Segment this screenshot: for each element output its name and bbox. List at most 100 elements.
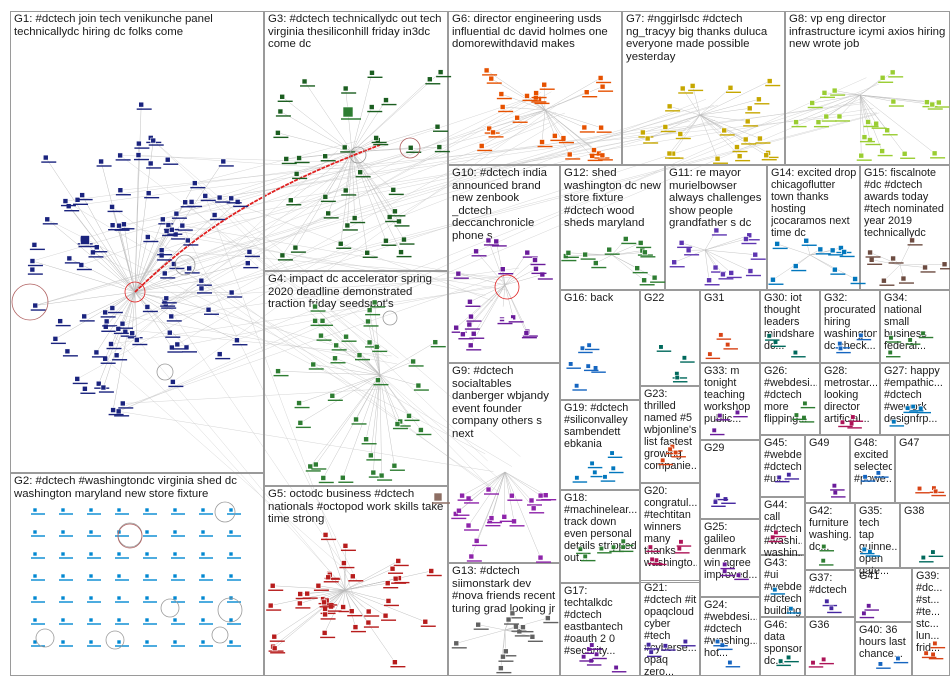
g7-node[interactable] <box>688 83 704 92</box>
g27-node[interactable] <box>916 405 931 414</box>
g9-node[interactable] <box>536 554 552 563</box>
g5-node[interactable] <box>323 574 339 583</box>
g7-node[interactable] <box>732 144 748 153</box>
g25-node[interactable] <box>734 572 749 581</box>
g6-node[interactable] <box>537 139 553 148</box>
g39-node[interactable] <box>921 650 937 659</box>
g41-node[interactable] <box>859 610 875 619</box>
g6-node[interactable] <box>589 147 605 156</box>
g12-node[interactable] <box>636 240 652 249</box>
g7-node[interactable] <box>678 85 694 94</box>
g1-node[interactable] <box>134 140 150 149</box>
g12-node[interactable] <box>621 236 637 245</box>
g6-node[interactable] <box>498 104 514 113</box>
g6-node[interactable] <box>531 90 547 99</box>
g1-node[interactable] <box>215 194 231 203</box>
g7-node[interactable] <box>765 78 781 87</box>
g1-node[interactable] <box>169 261 185 270</box>
g15-node[interactable] <box>888 255 904 264</box>
g19-node[interactable] <box>572 475 588 483</box>
g30-node[interactable] <box>791 349 806 358</box>
g10-node[interactable] <box>471 248 487 257</box>
g1-node[interactable] <box>106 341 122 350</box>
g26-node[interactable] <box>800 400 816 409</box>
g2-node[interactable] <box>59 639 73 647</box>
g2-node[interactable] <box>87 617 101 625</box>
g33-node[interactable] <box>709 427 725 436</box>
g2-node[interactable] <box>87 639 101 647</box>
g1-node[interactable] <box>143 234 159 243</box>
g48-node[interactable] <box>874 470 889 478</box>
g17-node[interactable] <box>611 664 627 673</box>
g1-node[interactable] <box>196 277 212 286</box>
g18-node[interactable] <box>618 538 634 547</box>
g3-node[interactable] <box>381 97 397 106</box>
g9-node[interactable] <box>541 492 557 501</box>
g3-node[interactable] <box>273 130 289 139</box>
g11-node[interactable] <box>745 268 761 277</box>
g1-node[interactable] <box>183 237 199 246</box>
g5-node[interactable] <box>268 582 284 591</box>
g22-node[interactable] <box>656 344 672 352</box>
g6-node[interactable] <box>486 75 502 84</box>
g1-node[interactable] <box>232 337 248 346</box>
g3-node[interactable] <box>396 249 412 258</box>
g1-node[interactable] <box>27 258 43 267</box>
g42-node[interactable] <box>818 558 834 566</box>
g8-node[interactable] <box>927 101 943 110</box>
g3-node[interactable] <box>362 249 378 258</box>
g10-node[interactable] <box>466 342 482 351</box>
g19-node[interactable] <box>600 474 616 482</box>
g4-node[interactable] <box>372 344 388 353</box>
g4-node[interactable] <box>330 355 346 364</box>
g4-node[interactable] <box>305 463 321 472</box>
g9-node[interactable] <box>457 492 473 501</box>
g3-node[interactable] <box>281 156 297 165</box>
g15-node[interactable] <box>879 277 895 286</box>
g26-node[interactable] <box>792 412 807 421</box>
g6-node[interactable] <box>496 91 512 100</box>
g2-node[interactable] <box>143 529 157 537</box>
g3-node[interactable] <box>367 69 383 78</box>
g5-node[interactable] <box>295 591 311 600</box>
g4-node[interactable] <box>370 299 386 308</box>
g6-node[interactable] <box>488 129 504 138</box>
g15-node[interactable] <box>865 249 881 258</box>
g1-node[interactable] <box>76 262 92 271</box>
g4-node[interactable] <box>430 339 446 348</box>
g8-node[interactable] <box>878 74 894 83</box>
g1-node[interactable] <box>88 249 104 258</box>
g4-node[interactable] <box>373 377 389 386</box>
g14-node[interactable] <box>801 237 817 246</box>
g20-node[interactable] <box>647 556 663 565</box>
g7-node[interactable] <box>743 118 759 127</box>
g9-node[interactable] <box>536 492 552 501</box>
g2-node[interactable] <box>31 551 45 559</box>
g1-node[interactable] <box>118 400 134 409</box>
g3-node[interactable] <box>390 208 406 217</box>
g5-node[interactable] <box>340 543 356 552</box>
g13-node[interactable] <box>527 633 543 642</box>
g1-node[interactable] <box>142 304 158 313</box>
g3-node[interactable] <box>399 236 415 245</box>
g16-node[interactable] <box>566 361 581 369</box>
g1-node[interactable] <box>210 212 226 221</box>
g4-node[interactable] <box>389 462 405 471</box>
g10-node[interactable] <box>498 266 514 275</box>
g14-node[interactable] <box>768 276 784 285</box>
g2-node[interactable] <box>199 595 213 603</box>
g38-node[interactable] <box>928 549 944 558</box>
g3-node[interactable] <box>350 215 366 224</box>
g6-node[interactable] <box>598 83 614 92</box>
g2-node[interactable] <box>227 551 241 559</box>
g1-node[interactable] <box>100 309 116 318</box>
g2-node[interactable] <box>87 573 101 581</box>
g5-node[interactable] <box>313 582 329 591</box>
g3-node[interactable] <box>294 155 310 164</box>
g2-node[interactable] <box>87 529 101 537</box>
g7-node[interactable] <box>665 103 681 112</box>
g10-node[interactable] <box>508 314 524 323</box>
g10-node[interactable] <box>458 331 474 340</box>
g1-node[interactable] <box>72 376 88 385</box>
g35-node[interactable] <box>860 546 875 555</box>
